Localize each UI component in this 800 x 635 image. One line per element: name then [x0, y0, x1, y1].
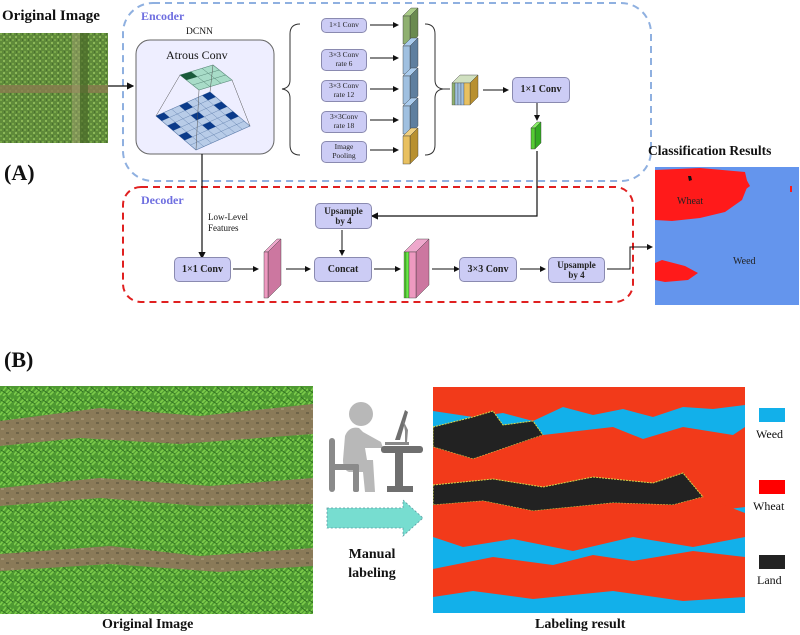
encoder-label: Encoder	[141, 9, 185, 23]
labeling-result-caption: Labeling result	[535, 617, 626, 632]
upsample-line2: by 4	[568, 270, 585, 280]
upsample-line1: Upsample	[557, 259, 596, 270]
encoder-to-decoder-arrow	[370, 151, 538, 220]
original-image-caption: Original Image	[102, 617, 194, 632]
feature-map-1x1	[402, 7, 419, 45]
branch-brace-right	[424, 23, 444, 156]
branch-label: 3×3Conv	[330, 112, 358, 122]
original-image-title: Original Image	[2, 8, 100, 24]
upsample-by-4-box: Upsample by 4	[315, 203, 372, 229]
branch-label: 1×1 Conv	[329, 20, 359, 30]
result-wheat-label: Wheat	[677, 196, 703, 207]
legend-swatch-weed	[759, 408, 785, 422]
decoder-label: Decoder	[141, 193, 184, 207]
atrous-kernel-grid	[179, 64, 233, 91]
feature-map-pooling	[402, 127, 419, 165]
branch-rate: Pooling	[332, 151, 356, 160]
encoder-1x1-conv-box: 1×1 Conv	[512, 77, 570, 103]
dcnn-label: DCNN	[186, 27, 213, 37]
low-level-feature-map	[263, 238, 282, 299]
legend-label-wheat: Wheat	[753, 499, 785, 513]
output-arrow	[607, 244, 653, 270]
low-level-line1: Low-Level	[208, 212, 248, 222]
manual-line2: labeling	[348, 565, 396, 581]
legend-label-weed: Weed	[756, 427, 784, 441]
panel-b-label: (B)	[4, 347, 34, 372]
manual-labeling-text: Manual labeling	[332, 546, 412, 584]
result-weed-label: Weed	[733, 256, 756, 267]
concat-box: Concat	[314, 257, 372, 282]
legend-swatch-wheat	[759, 480, 785, 494]
legend-label-land: Land	[757, 573, 782, 587]
classification-results-title: Classification Results	[648, 143, 772, 158]
encoder-output-feature-map	[530, 121, 542, 150]
upsample-line2: by 4	[335, 216, 352, 226]
feature-map-rate12	[402, 67, 419, 105]
branch-rate: rate 12	[333, 90, 355, 99]
decoder-1x1-conv-box: 1×1 Conv	[174, 257, 231, 282]
panel-a-label: (A)	[4, 160, 35, 185]
aspp-branch-1x1-conv: 1×1 Conv	[321, 18, 367, 33]
manual-labeling-arrow	[326, 499, 424, 537]
branch-label: 3×3 Conv	[329, 50, 359, 60]
low-level-line2: Features	[208, 223, 239, 234]
field-photo	[0, 386, 313, 614]
manual-line1: Manual	[348, 547, 396, 562]
feature-map-rate6	[402, 37, 419, 75]
output-upsample-by-4-box: Upsample by 4	[548, 257, 605, 283]
aspp-branch-rate12: 3×3 Conv rate 12	[321, 80, 367, 102]
classification-result-map	[655, 167, 799, 305]
deeplab-architecture-diagram: Wheat Weed	[108, 2, 799, 305]
legend-swatch-land	[759, 555, 785, 569]
low-level-features-label: Low-Level Features	[208, 212, 248, 235]
person-at-computer-icon	[329, 402, 423, 492]
atrous-input-grid	[155, 64, 251, 151]
branch-brace-left	[281, 23, 301, 156]
encoder-region	[122, 2, 652, 182]
decoder-region	[122, 186, 634, 303]
labeling-result-map	[433, 387, 745, 613]
atrous-conv-label: Atrous Conv	[166, 48, 228, 62]
branch-rate: rate 18	[333, 121, 355, 130]
upsample-line1: Upsample	[324, 205, 363, 216]
branch-label: Image	[334, 142, 354, 152]
aspp-branch-rate6: 3×3 Conv rate 6	[321, 49, 367, 71]
original-aerial-image	[0, 33, 108, 143]
concat-feature-map	[403, 238, 430, 299]
decoder-3x3-conv-box: 3×3 Conv	[459, 257, 517, 282]
concatenated-feature-stack	[451, 74, 479, 106]
aspp-branch-image-pooling: Image Pooling	[321, 141, 367, 163]
branch-rate: rate 6	[335, 59, 353, 68]
branch-label: 3×3 Conv	[329, 81, 359, 91]
aspp-branch-rate18: 3×3Conv rate 18	[321, 111, 367, 133]
feature-map-rate18	[402, 97, 419, 135]
